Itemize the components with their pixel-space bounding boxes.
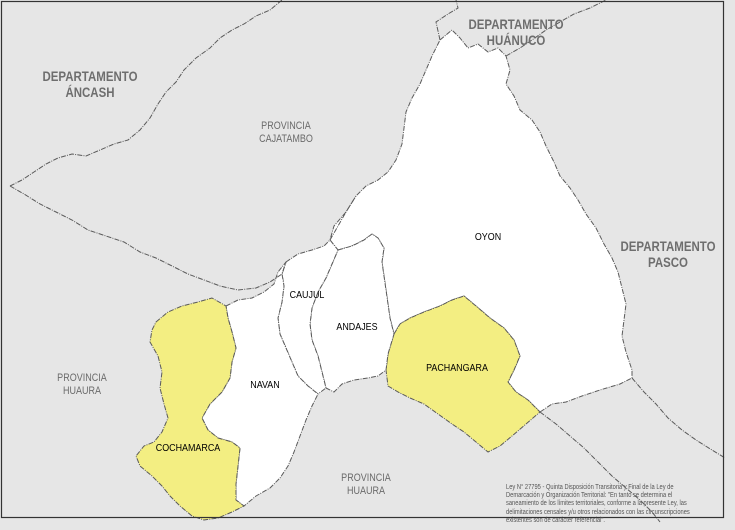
- label-district-oyon: OYON: [474, 231, 502, 243]
- label-dept-huanuco: DEPARTAMENTO HUÁNUCO: [468, 16, 564, 49]
- boundary-cajatambo-huaura: [9, 185, 287, 291]
- label-district-caujul: CAUJUL: [289, 289, 325, 301]
- label-district-navan: NAVAN: [250, 379, 280, 391]
- label-district-cochamarca: COCHAMARCA: [155, 442, 221, 454]
- district-pachangara[interactable]: [385, 295, 541, 453]
- label-prov-huaura-west: PROVINCIA HUAURA: [57, 372, 107, 397]
- boundary-cajatambo-oyon: [329, 195, 357, 241]
- label-dept-ancash: DEPARTAMENTO ÁNCASH: [42, 68, 138, 101]
- label-prov-cajatambo: PROVINCIA CAJATAMBO: [259, 120, 313, 145]
- label-prov-huaura-south: PROVINCIA HUAURA: [341, 472, 391, 497]
- boundary-huaura-south: [539, 411, 661, 523]
- district-oyon[interactable]: [329, 29, 633, 413]
- boundary-huanuco-east: [505, 0, 607, 57]
- label-dept-pasco: DEPARTAMENTO PASCO: [620, 238, 716, 271]
- boundary-huanuco: [435, 0, 459, 41]
- label-district-andajes: ANDAJES: [336, 321, 378, 333]
- district-cochamarca[interactable]: [135, 297, 245, 521]
- label-district-pachangara: PACHANGARA: [426, 362, 488, 374]
- legal-note: Ley N° 27795 - Quinta Disposición Transi…: [506, 484, 690, 524]
- boundary-pasco-south: [631, 377, 726, 459]
- boundary-ancash-cajatambo: [9, 0, 283, 187]
- map-border: [0, 0, 725, 519]
